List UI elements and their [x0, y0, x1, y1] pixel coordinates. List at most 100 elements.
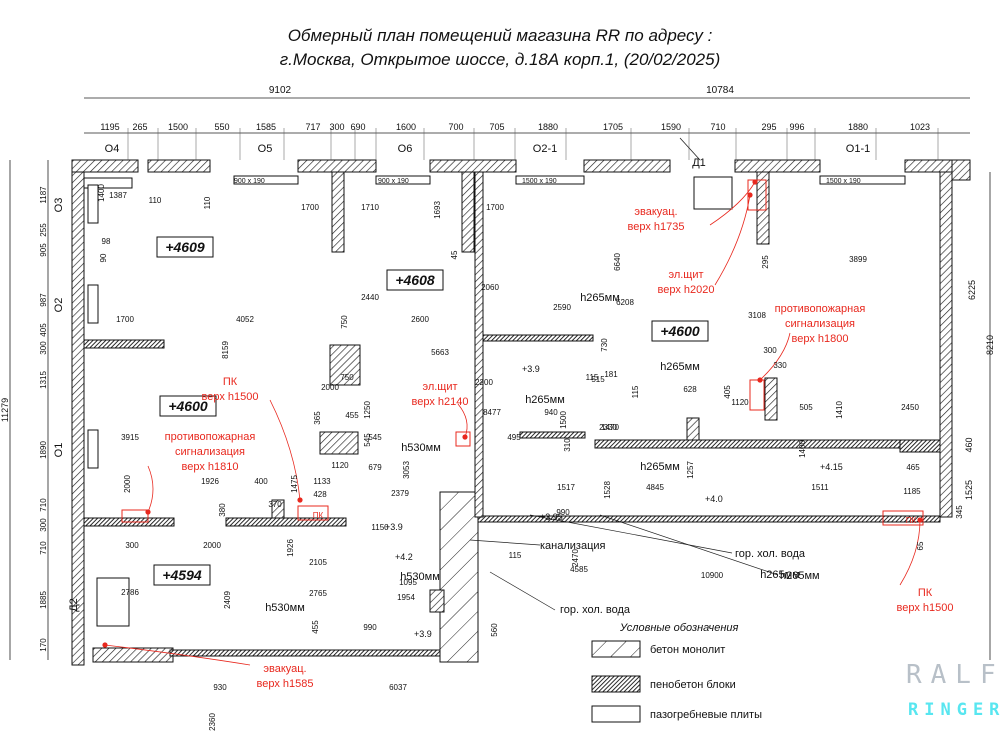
inner-dim: 545 — [368, 433, 382, 442]
inner-dim: 1517 — [557, 483, 575, 492]
pier-1 — [331, 171, 345, 253]
red-equipment-box — [297, 505, 329, 521]
top-segment-dim: 300 — [329, 122, 344, 132]
level-box — [159, 395, 217, 417]
window-size: 900 х 190 — [234, 178, 265, 185]
callout-leader — [529, 514, 733, 554]
window-frame — [87, 284, 99, 324]
inner-dim: 3108 — [748, 311, 766, 320]
small-pier — [686, 417, 700, 441]
left-chain-label: 300 — [39, 341, 48, 355]
window-frame — [87, 184, 99, 224]
right-dim: 6225 — [967, 280, 977, 300]
inner-dim: 4845 — [646, 483, 664, 492]
right-corner — [951, 159, 971, 181]
inner-dim: 10900 — [701, 571, 724, 580]
level-mark: +4594 — [162, 567, 202, 583]
top-wall-f — [734, 159, 821, 173]
plan-address: г.Москва, Открытое шоссе, д.18А корп.1, … — [279, 50, 721, 69]
right-dim: 460 — [964, 437, 974, 452]
plan-title: Обмерный план помещений магазина RR по а… — [287, 26, 713, 45]
height-label: h530мм — [401, 442, 441, 454]
partition-mid — [225, 517, 347, 527]
red-marker-dot — [757, 377, 763, 383]
left-overall-label: 11279 — [0, 398, 10, 422]
left-chain-label: 987 — [39, 293, 48, 307]
red-equipment-box — [121, 509, 149, 523]
inner-dim: 4052 — [236, 315, 254, 324]
height-label: h265мм — [580, 292, 620, 304]
note-fire-alarm: сигнализация — [785, 318, 855, 330]
left-chain-label: 1315 — [39, 371, 48, 389]
inner-dim: 990 — [556, 508, 570, 517]
inner-dim: 1387 — [109, 191, 127, 200]
callout-label: гор. хол. вода — [735, 548, 806, 560]
inner-dim: 495 — [507, 433, 521, 442]
inner-dim: 1528 — [603, 481, 612, 499]
red-marker-dot — [747, 192, 753, 198]
legend-swatch — [591, 640, 641, 658]
pier-3 — [756, 171, 770, 245]
red-leader-line — [147, 465, 154, 513]
inner-dim: 2600 — [411, 315, 429, 324]
top-wall-e — [583, 159, 671, 173]
inner-dim: 1954 — [397, 593, 415, 602]
inner-dim: 115 — [586, 373, 599, 382]
note-fire-alarm: сигнализация — [175, 446, 245, 458]
inner-dim: 2450 — [901, 403, 919, 412]
top-segment-dim: 700 — [448, 122, 463, 132]
note-electrical-panel: верх h2140 — [412, 396, 469, 408]
inner-dim: 1700 — [301, 203, 319, 212]
callout-label: h265мм — [780, 570, 820, 582]
window-label: О4 — [105, 143, 120, 155]
stub-2 — [429, 589, 445, 613]
left-chain-label: 710 — [39, 541, 48, 555]
window-frame — [233, 175, 299, 185]
inner-dim: 1926 — [201, 477, 219, 486]
inner-dim: 6208 — [616, 298, 634, 307]
callout-leader — [489, 571, 556, 611]
top-segment-dim: 1705 — [603, 122, 623, 132]
inner-dim: 455 — [345, 411, 359, 420]
inner-dim: 8477 — [483, 408, 501, 417]
inner-dim: 1700 — [116, 315, 134, 324]
callout-leader — [469, 539, 541, 546]
red-marker-dot — [102, 642, 108, 648]
legend-item: пазогребневые плиты — [650, 709, 762, 721]
window-label: О2-1 — [533, 143, 557, 155]
door-swing — [679, 137, 701, 161]
inner-dim: 3915 — [121, 433, 139, 442]
elevation-mark: +3.9 — [522, 364, 540, 374]
window-label: О1 — [53, 443, 65, 458]
inner-dim: 1250 — [363, 401, 372, 419]
left-chain-label: 255 — [39, 223, 48, 237]
left-chain-label: 1885 — [39, 591, 48, 609]
inner-dim: 1500 — [559, 411, 568, 429]
window-size: 900 х 190 — [378, 178, 409, 185]
top-segment-dim: 1880 — [848, 122, 868, 132]
inner-dim: 2786 — [121, 588, 139, 597]
top-segment-dim: 710 — [710, 122, 725, 132]
left-chain-label: 710 — [39, 498, 48, 512]
inner-dim: 2000 — [123, 475, 132, 493]
inner-dim: 8159 — [221, 341, 230, 359]
inner-dim: 98 — [102, 237, 111, 246]
note-evacuation: эвакуац. — [263, 663, 306, 675]
level-mark: +4600 — [660, 323, 700, 339]
inner-dim: 6640 — [613, 253, 622, 271]
stub — [271, 499, 285, 519]
window-label: О6 — [398, 143, 413, 155]
left-exterior-wall — [71, 159, 85, 666]
red-leader-line — [457, 403, 468, 438]
red-equipment-box — [882, 510, 924, 526]
logo-ralf: RALF — [906, 660, 1000, 690]
red-leader-line — [714, 194, 751, 286]
left-chain-label: 300 — [39, 518, 48, 532]
inner-dim: 1410 — [835, 401, 844, 419]
small-pier-2 — [764, 377, 778, 421]
top-segment-dim: 717 — [305, 122, 320, 132]
red-marker-dot — [462, 434, 468, 440]
inner-dim: 2379 — [391, 489, 409, 498]
top-segment-dim: 1195 — [100, 122, 119, 132]
